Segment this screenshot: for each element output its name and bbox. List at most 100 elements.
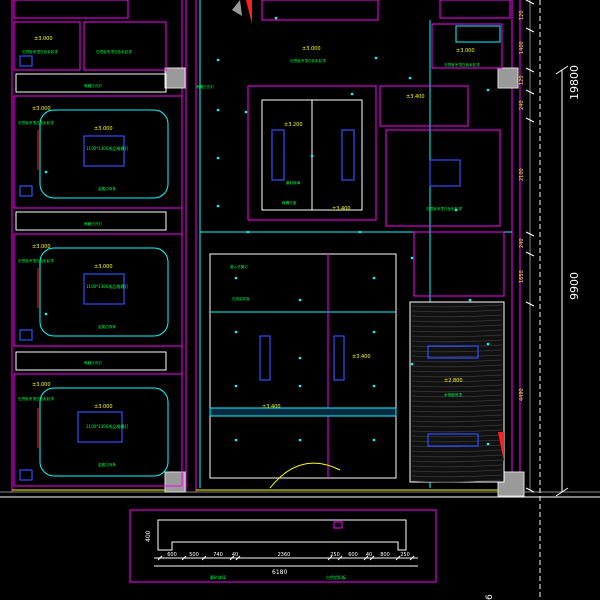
- downlight-dot: [274, 16, 278, 20]
- downlight-dot: [234, 438, 238, 442]
- note-label: 1100*1300成品格栅灯: [86, 283, 128, 289]
- dimension-label: 250: [330, 552, 340, 558]
- dimension-label: 600: [167, 552, 177, 558]
- dimension-label: 240: [519, 100, 525, 110]
- downlight-dot: [246, 230, 250, 234]
- note-label: 石膏板吊顶白色乳胶漆: [18, 258, 54, 263]
- page-mark: 6: [485, 594, 495, 600]
- note-label: 金属边饰条: [98, 324, 116, 329]
- dimension-label: 1400: [519, 41, 525, 54]
- note-label: 木饰面吊顶: [444, 392, 462, 397]
- dimension-label: 40: [366, 552, 372, 558]
- dimension-label: 740: [213, 552, 223, 558]
- downlight-dot: [298, 384, 302, 388]
- bottom-detail: 600 500 740 40 2360 250 600 40 800 250 6180 400 磨…: [129, 509, 495, 600]
- downlight-dot: [216, 58, 220, 62]
- downlight-dot: [454, 208, 458, 212]
- note-label: 石膏板吊顶白色乳胶漆: [444, 62, 480, 67]
- downlight-dot: [372, 384, 376, 388]
- dimension-label: 500: [189, 552, 199, 558]
- downlight-dot: [410, 362, 414, 366]
- elevation-label: ±3.000: [302, 46, 321, 52]
- elevation-label: ±3.000: [94, 404, 113, 410]
- downlight-dot: [468, 298, 472, 302]
- note-label: 石膏板吊顶白色乳胶漆: [96, 49, 132, 54]
- note-label: 石膏板吊顶白色乳胶漆: [18, 120, 54, 125]
- note-label: 嵌入式筒灯: [230, 264, 248, 269]
- elevation-label: ±3.400: [332, 206, 351, 212]
- dimension-label: 2360: [278, 552, 291, 558]
- note-label: 白色铝扣板: [326, 574, 346, 580]
- downlight-dot: [358, 230, 362, 234]
- downlight-dot: [298, 438, 302, 442]
- central-room: [209, 253, 397, 489]
- note-label: 白色铝扣板: [232, 296, 250, 301]
- dimension-label: 120: [519, 10, 525, 20]
- downlight-dot: [372, 330, 376, 334]
- elevation-label: ±3.400: [262, 404, 281, 410]
- note-label: 磨砂玻璃: [210, 574, 226, 580]
- note-label: 金属边饰条: [98, 462, 116, 467]
- elevation-label: ±3.000: [32, 244, 51, 250]
- downlight-dot: [216, 156, 220, 160]
- labels: ±3.000 石膏板吊顶白色乳胶漆 石膏板吊顶白色乳胶漆 ±3.000 ±3.0…: [18, 36, 480, 467]
- downlight-dot: [408, 76, 412, 80]
- dimension-label: 400: [145, 530, 152, 542]
- downlight-dot: [298, 298, 302, 302]
- note-label: 石膏板吊顶白色乳胶漆: [18, 396, 54, 401]
- dimension-label: 600: [348, 552, 358, 558]
- columns: [164, 67, 525, 497]
- dimension-label: 120: [519, 75, 525, 85]
- downlight-dot: [234, 276, 238, 280]
- elevation-label: ±3.400: [352, 354, 371, 360]
- dimension-total: 9900: [568, 272, 581, 300]
- downlight-dot: [310, 154, 314, 158]
- elevation-label: ±3.400: [406, 94, 425, 100]
- downlight-dot: [372, 276, 376, 280]
- downlight-dot: [410, 256, 414, 260]
- note-label: 暗藏日光灯: [84, 83, 102, 88]
- dimension-label: 40: [232, 552, 238, 558]
- downlight-dot: [44, 312, 48, 316]
- dimension-label: 2100: [519, 168, 525, 181]
- wood-ceiling: [409, 301, 505, 483]
- elevation-label: ±3.000: [32, 106, 51, 112]
- elevation-label: ±3.200: [284, 122, 303, 128]
- note-label: 磨砂玻璃: [286, 180, 301, 185]
- note-label: 石膏板吊顶白色乳胶漆: [22, 49, 58, 54]
- note-label: 金属边饰条: [98, 186, 116, 191]
- note-label: 暗藏日光灯: [196, 84, 214, 89]
- elevation-label: ±3.000: [32, 382, 51, 388]
- dimension-label: 250: [400, 552, 410, 558]
- top-accents: [232, 0, 511, 24]
- downlight-dot: [298, 356, 302, 360]
- note-label: 石膏板吊顶白色乳胶漆: [290, 58, 326, 63]
- dimension-total: 6180: [272, 569, 287, 576]
- downlight-dot: [486, 88, 490, 92]
- downlight-dot: [374, 56, 378, 60]
- downlight-dot: [372, 438, 376, 442]
- elevation-label: ±3.000: [456, 48, 475, 54]
- note-label: 1100*1300成品格栅灯: [86, 145, 128, 151]
- downlight-dot: [216, 204, 220, 208]
- downlights: [44, 16, 490, 446]
- note-label: 暗藏日光灯: [84, 360, 102, 365]
- dimension-label: 800: [380, 552, 390, 558]
- elevation-label: ±3.000: [94, 126, 113, 132]
- downlight-dot: [244, 110, 248, 114]
- dimension-label: 4490: [519, 388, 525, 401]
- note-label: 格栅灯盘: [282, 200, 297, 205]
- dimension-label: 240: [519, 238, 525, 248]
- downlight-dot: [350, 92, 354, 96]
- note-label: 1100*1300成品格栅灯: [86, 423, 128, 429]
- elevation-label: ±2.800: [444, 378, 463, 384]
- note-label: 暗藏日光灯: [84, 221, 102, 226]
- downlight-dot: [44, 170, 48, 174]
- dimension-total: 19800: [568, 65, 581, 100]
- downlight-dot: [216, 108, 220, 112]
- note-label: 石膏板吊顶白色乳胶漆: [426, 206, 462, 211]
- elevation-label: ±3.000: [34, 36, 53, 42]
